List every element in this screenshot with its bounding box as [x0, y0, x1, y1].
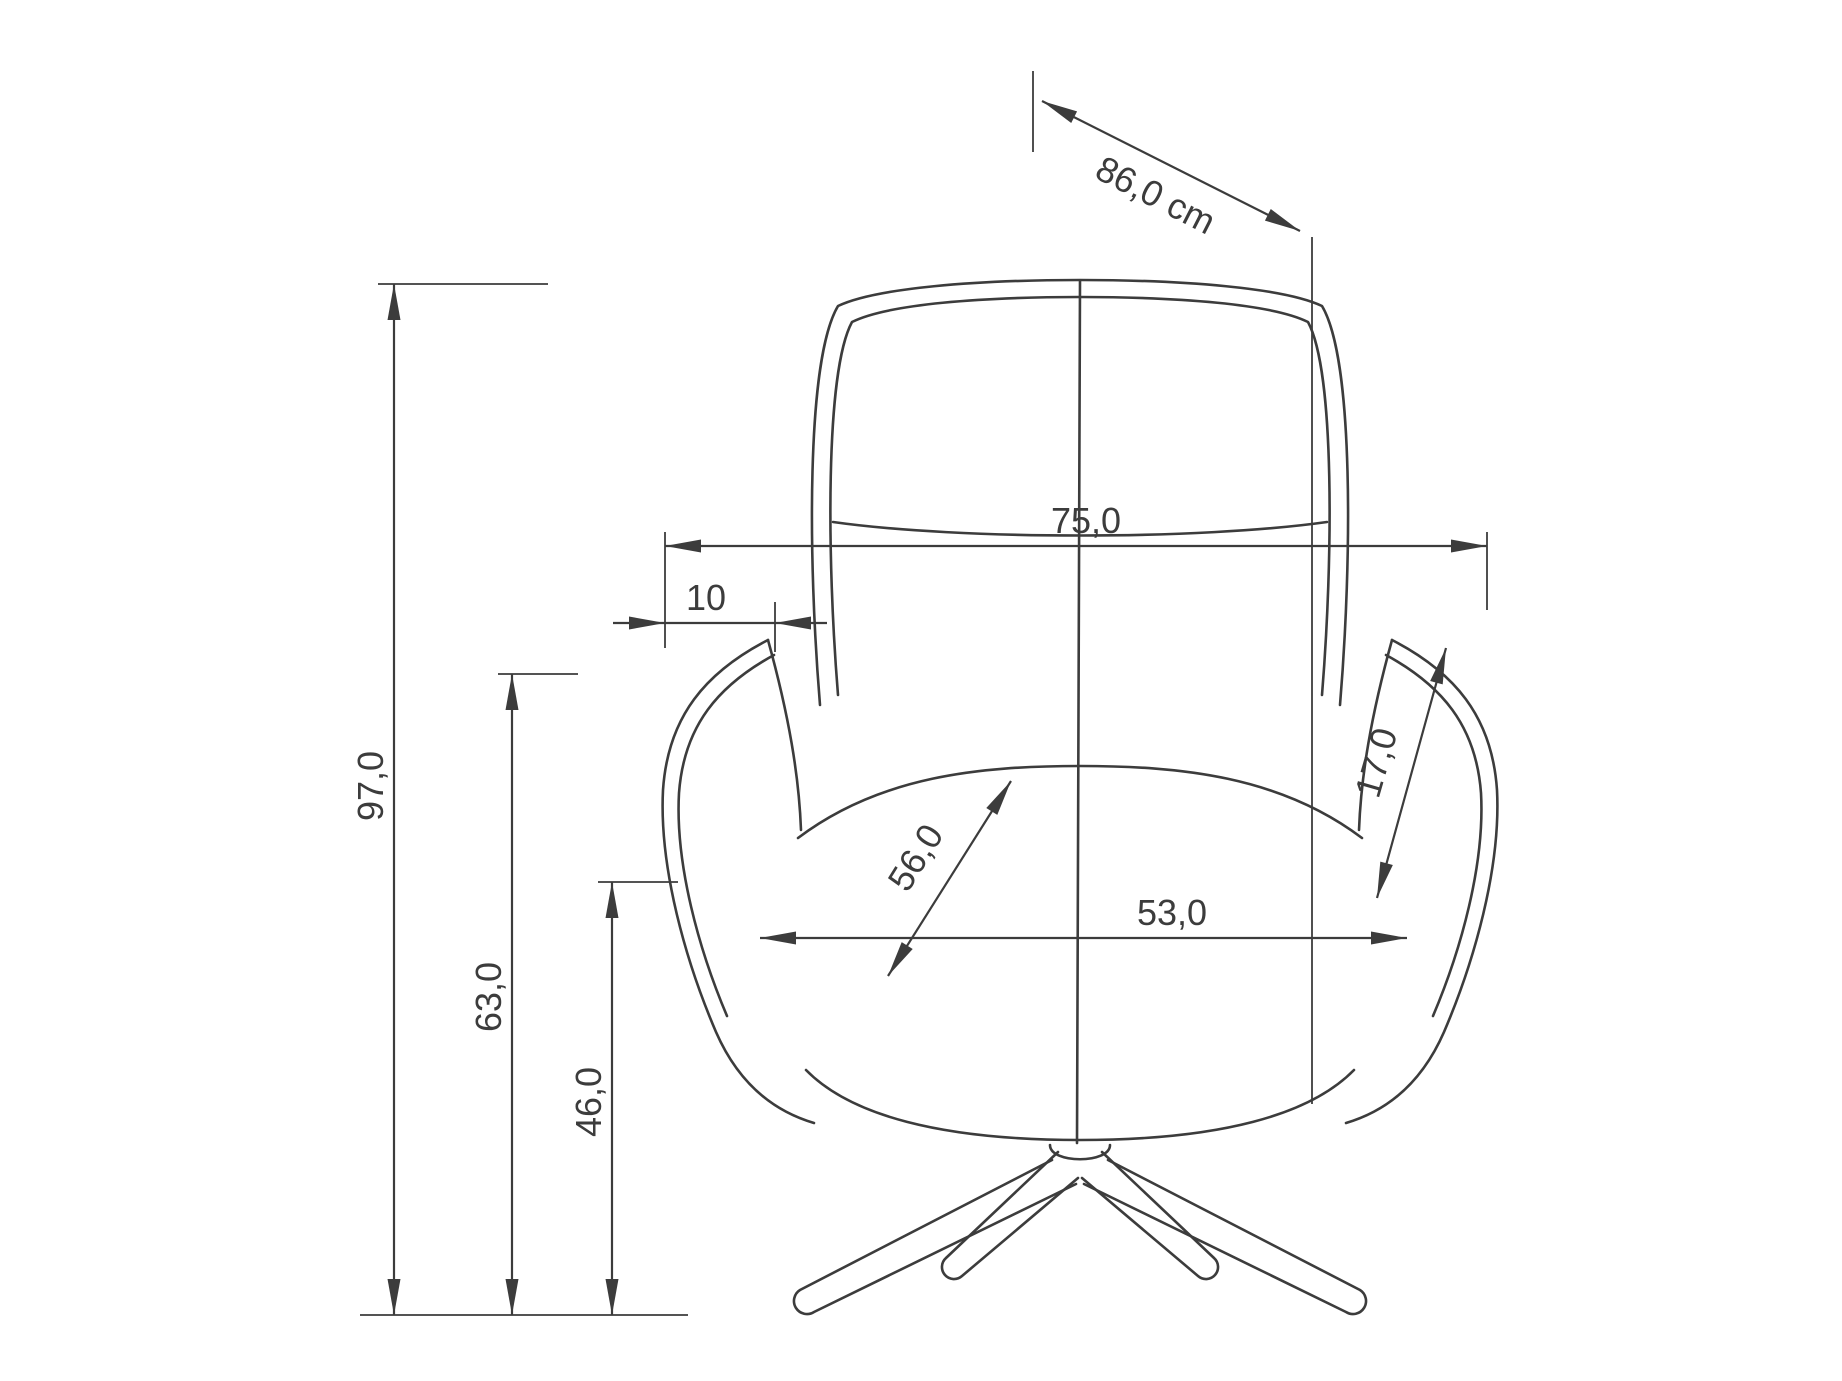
dimension-label-arm-height: 63,0 [468, 962, 509, 1032]
dimension-label-depth: 86,0 cm [1089, 148, 1222, 243]
dimension-label-arm-thickness: 10 [686, 577, 726, 618]
base-leg-front-left [792, 1158, 1078, 1316]
chair-left-arm-piping [677, 653, 776, 1018]
dimension-arm-thickness: 10 [613, 577, 827, 652]
chair-seat-bottom-edge [804, 1068, 1356, 1142]
dimension-total-height: 97,0 [350, 283, 688, 1316]
chair-right-arm-outer [1344, 638, 1499, 1125]
back-cushion-dimension-line [1375, 647, 1448, 899]
dimension-seat-depth: 56,0 [879, 780, 1012, 977]
chair-swivel-base [792, 1143, 1368, 1316]
base-leg-rear-right [1080, 1150, 1220, 1281]
dimension-seat-width: 53,0 [760, 892, 1407, 945]
chair-right-arm-piping [1384, 653, 1483, 1018]
chair-left-arm-inner-edge [766, 638, 803, 832]
base-leg-rear-left [940, 1150, 1080, 1281]
chair-left-arm-outer [661, 638, 816, 1125]
dimension-label-total-width: 75,0 [1051, 500, 1121, 541]
dimension-depth: 86,0 cm [1032, 71, 1313, 1104]
chair-back-horizontal-seam [831, 520, 1329, 537]
dimension-label-total-height: 97,0 [350, 751, 391, 821]
dimension-seat-height: 46,0 [568, 881, 678, 1315]
base-hub [1048, 1143, 1112, 1161]
dimension-arm-height: 63,0 [468, 673, 578, 1315]
dimension-label-seat-height: 46,0 [568, 1067, 609, 1137]
dimension-label-seat-width: 53,0 [1137, 892, 1207, 933]
base-leg-front-right [1082, 1158, 1368, 1316]
dimension-label-back-cushion-depth: 17,0 [1347, 723, 1406, 802]
dimension-total-width: 75,0 [664, 500, 1488, 648]
chair-center-seam [1075, 279, 1082, 1145]
depth-dimension-line [1041, 100, 1301, 232]
chair-drawing [661, 278, 1499, 1316]
dimension-label-seat-depth: 56,0 [879, 817, 951, 898]
chair-seat-top-edge [796, 764, 1364, 840]
